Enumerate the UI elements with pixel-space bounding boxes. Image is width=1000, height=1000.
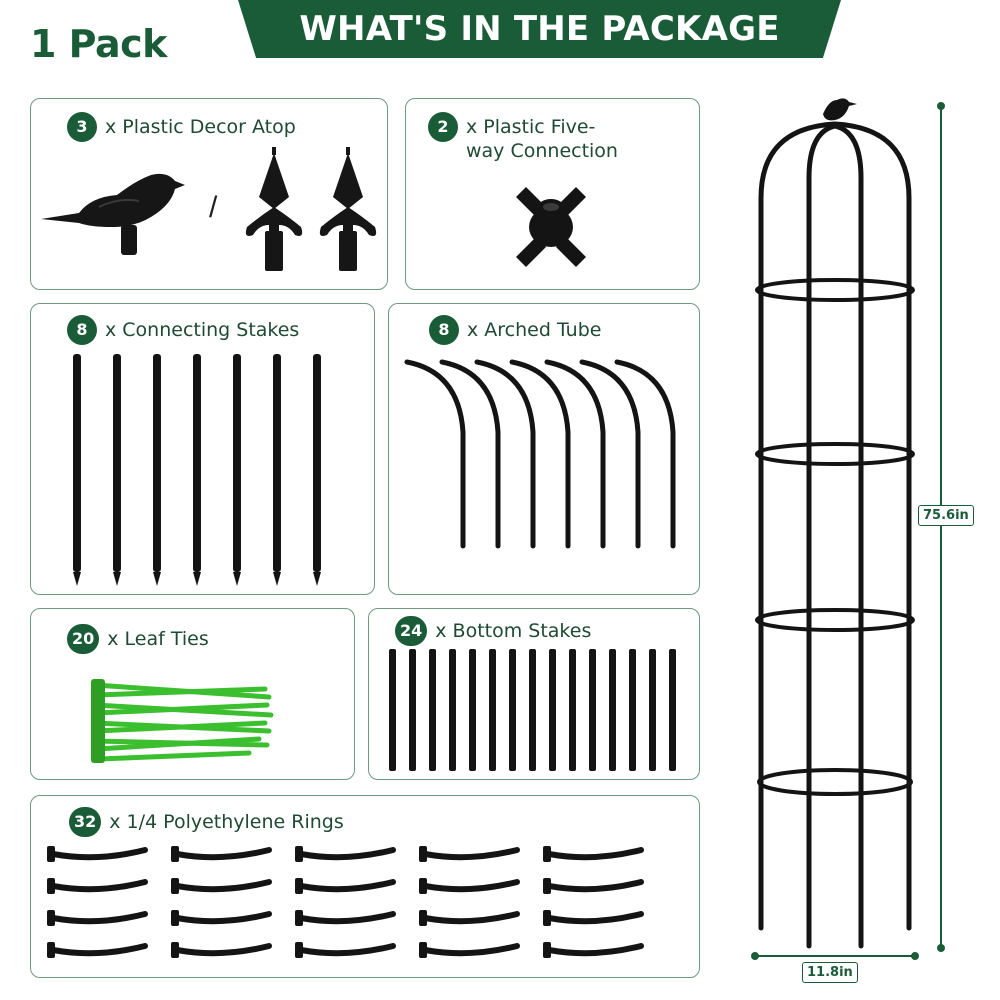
item-label: x Plastic Five- way Connection	[466, 116, 618, 162]
arched-tubes-icon	[404, 359, 676, 549]
width-dimension-label: 11.8in	[802, 962, 858, 983]
title-banner: WHAT'S IN THE PACKAGE	[238, 0, 841, 58]
count-badge: 8	[67, 315, 97, 345]
count-badge: 20	[67, 624, 100, 654]
item-label: x Bottom Stakes	[435, 620, 592, 642]
card-decor-atop: 3 x Plastic Decor Atop /	[30, 98, 388, 290]
card-title: 8 x Arched Tube	[429, 315, 602, 345]
card-title: 2 x Plastic Five- way Connection	[428, 112, 618, 163]
item-label: x 1/4 Polyethylene Rings	[109, 811, 344, 833]
count-badge: 24	[395, 616, 428, 646]
card-five-way-connection: 2 x Plastic Five- way Connection	[405, 98, 700, 290]
card-title: 8 x Connecting Stakes	[67, 315, 300, 345]
five-way-connector-icon	[516, 187, 586, 267]
bottom-stakes-icon	[389, 649, 676, 771]
connecting-stakes-icon	[73, 354, 321, 586]
card-bottom-stakes: 24 x Bottom Stakes	[368, 608, 700, 780]
card-polyethylene-rings: 32 x 1/4 Polyethylene Rings	[30, 795, 700, 978]
spear-finial-icon	[319, 147, 377, 271]
card-arched-tube: 8 x Arched Tube	[388, 303, 700, 595]
banner-title: WHAT'S IN THE PACKAGE	[299, 9, 780, 49]
card-title: 32 x 1/4 Polyethylene Rings	[69, 807, 344, 837]
item-label: x Plastic Decor Atop	[105, 116, 296, 138]
count-badge: 8	[429, 315, 459, 345]
count-badge: 32	[69, 807, 102, 837]
leaf-ties-icon	[91, 679, 274, 763]
card-title: 20 x Leaf Ties	[67, 624, 209, 654]
assembled-trellis-illustration	[751, 98, 945, 960]
card-connecting-stakes: 8 x Connecting Stakes	[30, 303, 375, 595]
count-badge: 2	[428, 112, 458, 142]
item-label: x Connecting Stakes	[105, 319, 300, 341]
ring-segments-icon	[47, 846, 647, 970]
spear-finial-icon	[245, 147, 303, 271]
bird-finial-icon	[41, 173, 185, 255]
count-badge: 3	[67, 112, 97, 142]
item-label: x Leaf Ties	[107, 628, 209, 650]
card-leaf-ties: 20 x Leaf Ties	[30, 608, 355, 780]
item-label: x Arched Tube	[467, 319, 602, 341]
card-title: 24 x Bottom Stakes	[395, 616, 592, 646]
height-dimension-label: 75.6in	[918, 505, 974, 526]
card-title: 3 x Plastic Decor Atop	[67, 112, 296, 142]
separator-slash: /	[209, 191, 218, 224]
pack-count-label: 1 Pack	[30, 22, 167, 66]
